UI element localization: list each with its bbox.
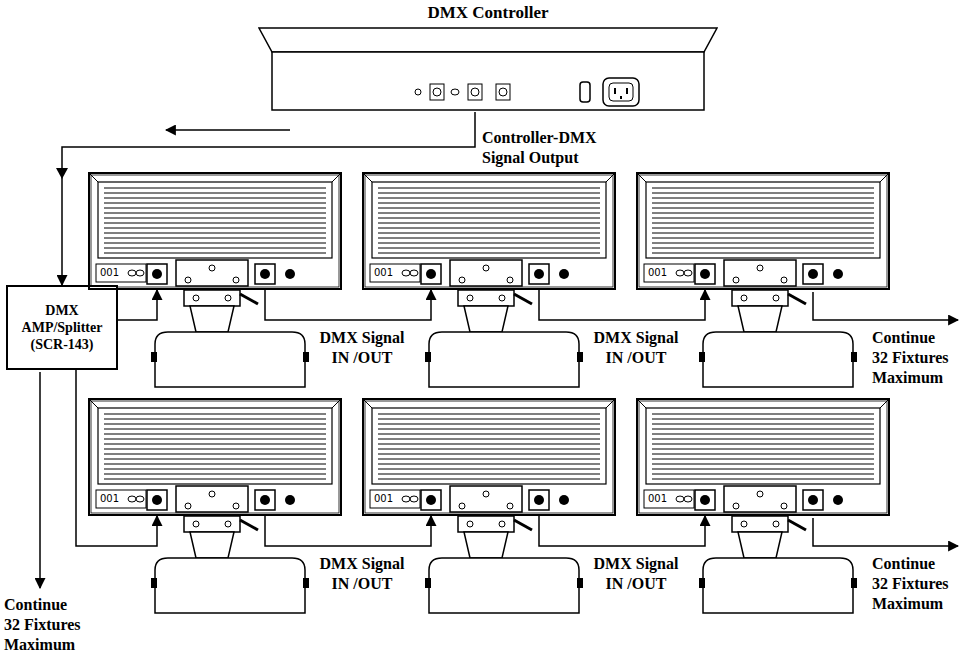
jack	[430, 84, 444, 100]
annotation: Continue 32 Fixtures Maximum	[872, 554, 952, 614]
dmx-cable	[539, 516, 705, 546]
splitter-box: DMX AMP/Splitter (SCR-143)	[6, 285, 118, 370]
jack	[496, 84, 510, 100]
controller-body	[272, 52, 704, 110]
power-socket	[603, 78, 639, 106]
switch	[451, 89, 459, 95]
edge-label: DMX Signal IN /OUT	[310, 328, 414, 368]
annotation: Continue 32 Fixtures Maximum	[872, 328, 952, 388]
address-display: 001	[648, 493, 667, 505]
edge-label: DMX Signal IN /OUT	[584, 328, 688, 368]
edge-label: DMX Signal IN /OUT	[584, 554, 688, 594]
splitter-label: DMX AMP/Splitter (SCR-143)	[13, 302, 111, 353]
power-socket	[615, 88, 627, 99]
address-display: 001	[100, 493, 119, 505]
continue-wire	[813, 518, 958, 546]
edge-label: DMX Signal IN /OUT	[310, 554, 414, 594]
fixture-drawing	[90, 174, 340, 387]
dmx-cable	[539, 290, 705, 320]
power-switch	[580, 82, 590, 102]
controller-heading: DMX Controller	[258, 3, 718, 23]
fixture-box: 001	[362, 398, 616, 516]
fixture-box: 001	[362, 172, 616, 290]
controller-box: DMX Controller	[258, 0, 718, 112]
output-jack	[468, 84, 482, 100]
continue-wire	[813, 292, 958, 320]
address-display: 001	[648, 267, 667, 279]
fixture-box: 001	[88, 398, 342, 516]
power-socket	[609, 83, 633, 101]
jack	[499, 88, 507, 96]
continue-wire	[39, 372, 41, 588]
led	[415, 89, 421, 95]
dmx-cable	[118, 290, 157, 320]
fixture-box: 001	[88, 172, 342, 290]
address-display: 001	[100, 267, 119, 279]
fixture-box: 001	[636, 172, 890, 290]
annotation: Controller-DMX Signal Output	[482, 128, 632, 168]
fixture-box: 001	[636, 398, 890, 516]
controller-top	[259, 28, 717, 52]
direction-arrow	[166, 129, 290, 131]
jack	[433, 88, 441, 96]
address-display: 001	[374, 493, 393, 505]
output-jack	[471, 88, 479, 96]
dmx-cable	[62, 112, 475, 285]
address-display: 001	[374, 267, 393, 279]
dmx-cable	[265, 290, 431, 320]
dmx-cable	[265, 516, 431, 546]
fixture-drawing	[90, 400, 340, 613]
annotation: Continue 32 Fixtures Maximum	[4, 595, 84, 655]
